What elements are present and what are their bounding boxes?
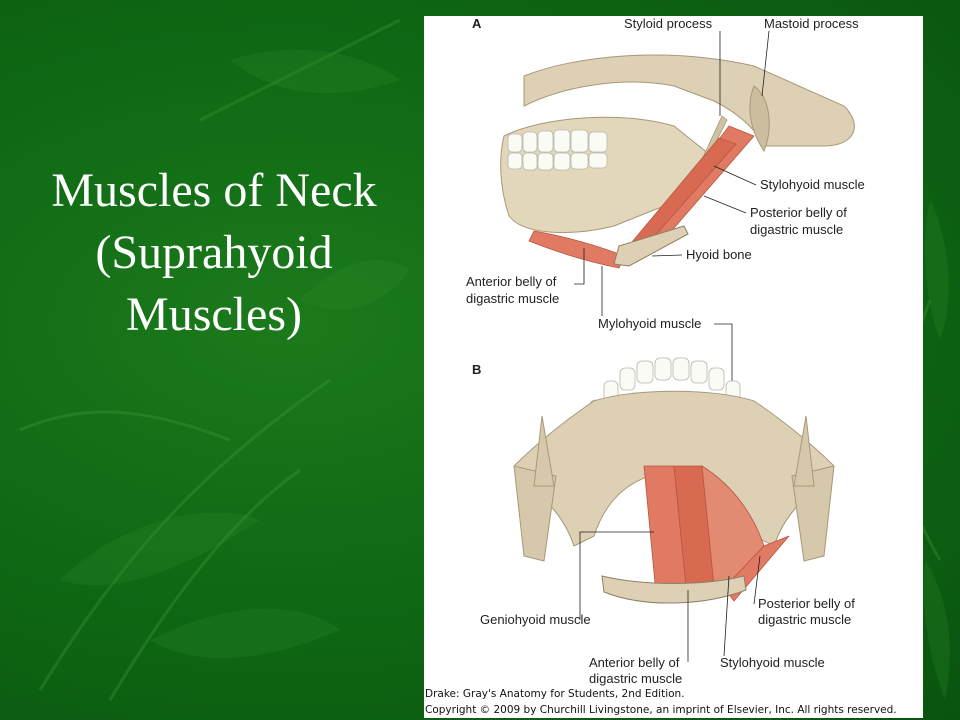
title-line-1: Muscles of Neck [51, 164, 377, 217]
panel-a-letter: A [472, 16, 482, 31]
label-posterior-belly-b-2: digastric muscle [758, 612, 851, 627]
label-posterior-belly-b-1: Posterior belly of [758, 596, 855, 611]
title-line-3: Muscles) [126, 288, 302, 341]
leader-posterior-belly-b [753, 555, 761, 605]
figure-credit: Drake: Gray's Anatomy for Students, 2nd … [424, 686, 924, 718]
label-stylohyoid-a: Stylohyoid muscle [760, 177, 865, 192]
label-hyoid-bone: Hyoid bone [686, 247, 752, 262]
label-geniohyoid: Geniohyoid muscle [480, 612, 591, 627]
label-stylohyoid-b: Stylohyoid muscle [720, 655, 825, 670]
credit-line-2: Copyright © 2009 by Churchill Livingston… [425, 704, 897, 716]
label-posterior-belly-a-1: Posterior belly of [750, 205, 847, 220]
panel-a-illustration [500, 54, 855, 269]
credit-line-1: Drake: Gray's Anatomy for Students, 2nd … [425, 688, 685, 700]
slide-title: Muscles of Neck (Suprahyoid Muscles) [16, 160, 412, 346]
title-line-2: (Suprahyoid [95, 226, 333, 279]
leader-stylohyoid-a [713, 165, 757, 186]
label-anterior-belly-b-1: Anterior belly of [589, 655, 680, 670]
label-styloid-process: Styloid process [624, 16, 713, 31]
leader-stylohyoid-b [723, 575, 730, 657]
anatomy-figure: A Styloid process Mastoid process Styloh… [424, 16, 923, 718]
label-anterior-belly-b-2: digastric muscle [589, 671, 682, 686]
leader-posterior-belly-a [703, 195, 747, 214]
leader-anterior-belly-a [574, 248, 585, 285]
panel-b-letter: B [472, 362, 481, 377]
panel-b-illustration [513, 357, 835, 604]
label-mastoid-process: Mastoid process [764, 16, 859, 31]
label-anterior-belly-a-1: Anterior belly of [466, 274, 557, 289]
leader-geniohyoid [579, 531, 654, 620]
label-mylohyoid: Mylohyoid muscle [598, 316, 701, 331]
label-posterior-belly-a-2: digastric muscle [750, 222, 843, 237]
leader-hyoid [651, 254, 683, 257]
leader-mastoid [761, 30, 770, 97]
label-anterior-belly-a-2: digastric muscle [466, 291, 559, 306]
